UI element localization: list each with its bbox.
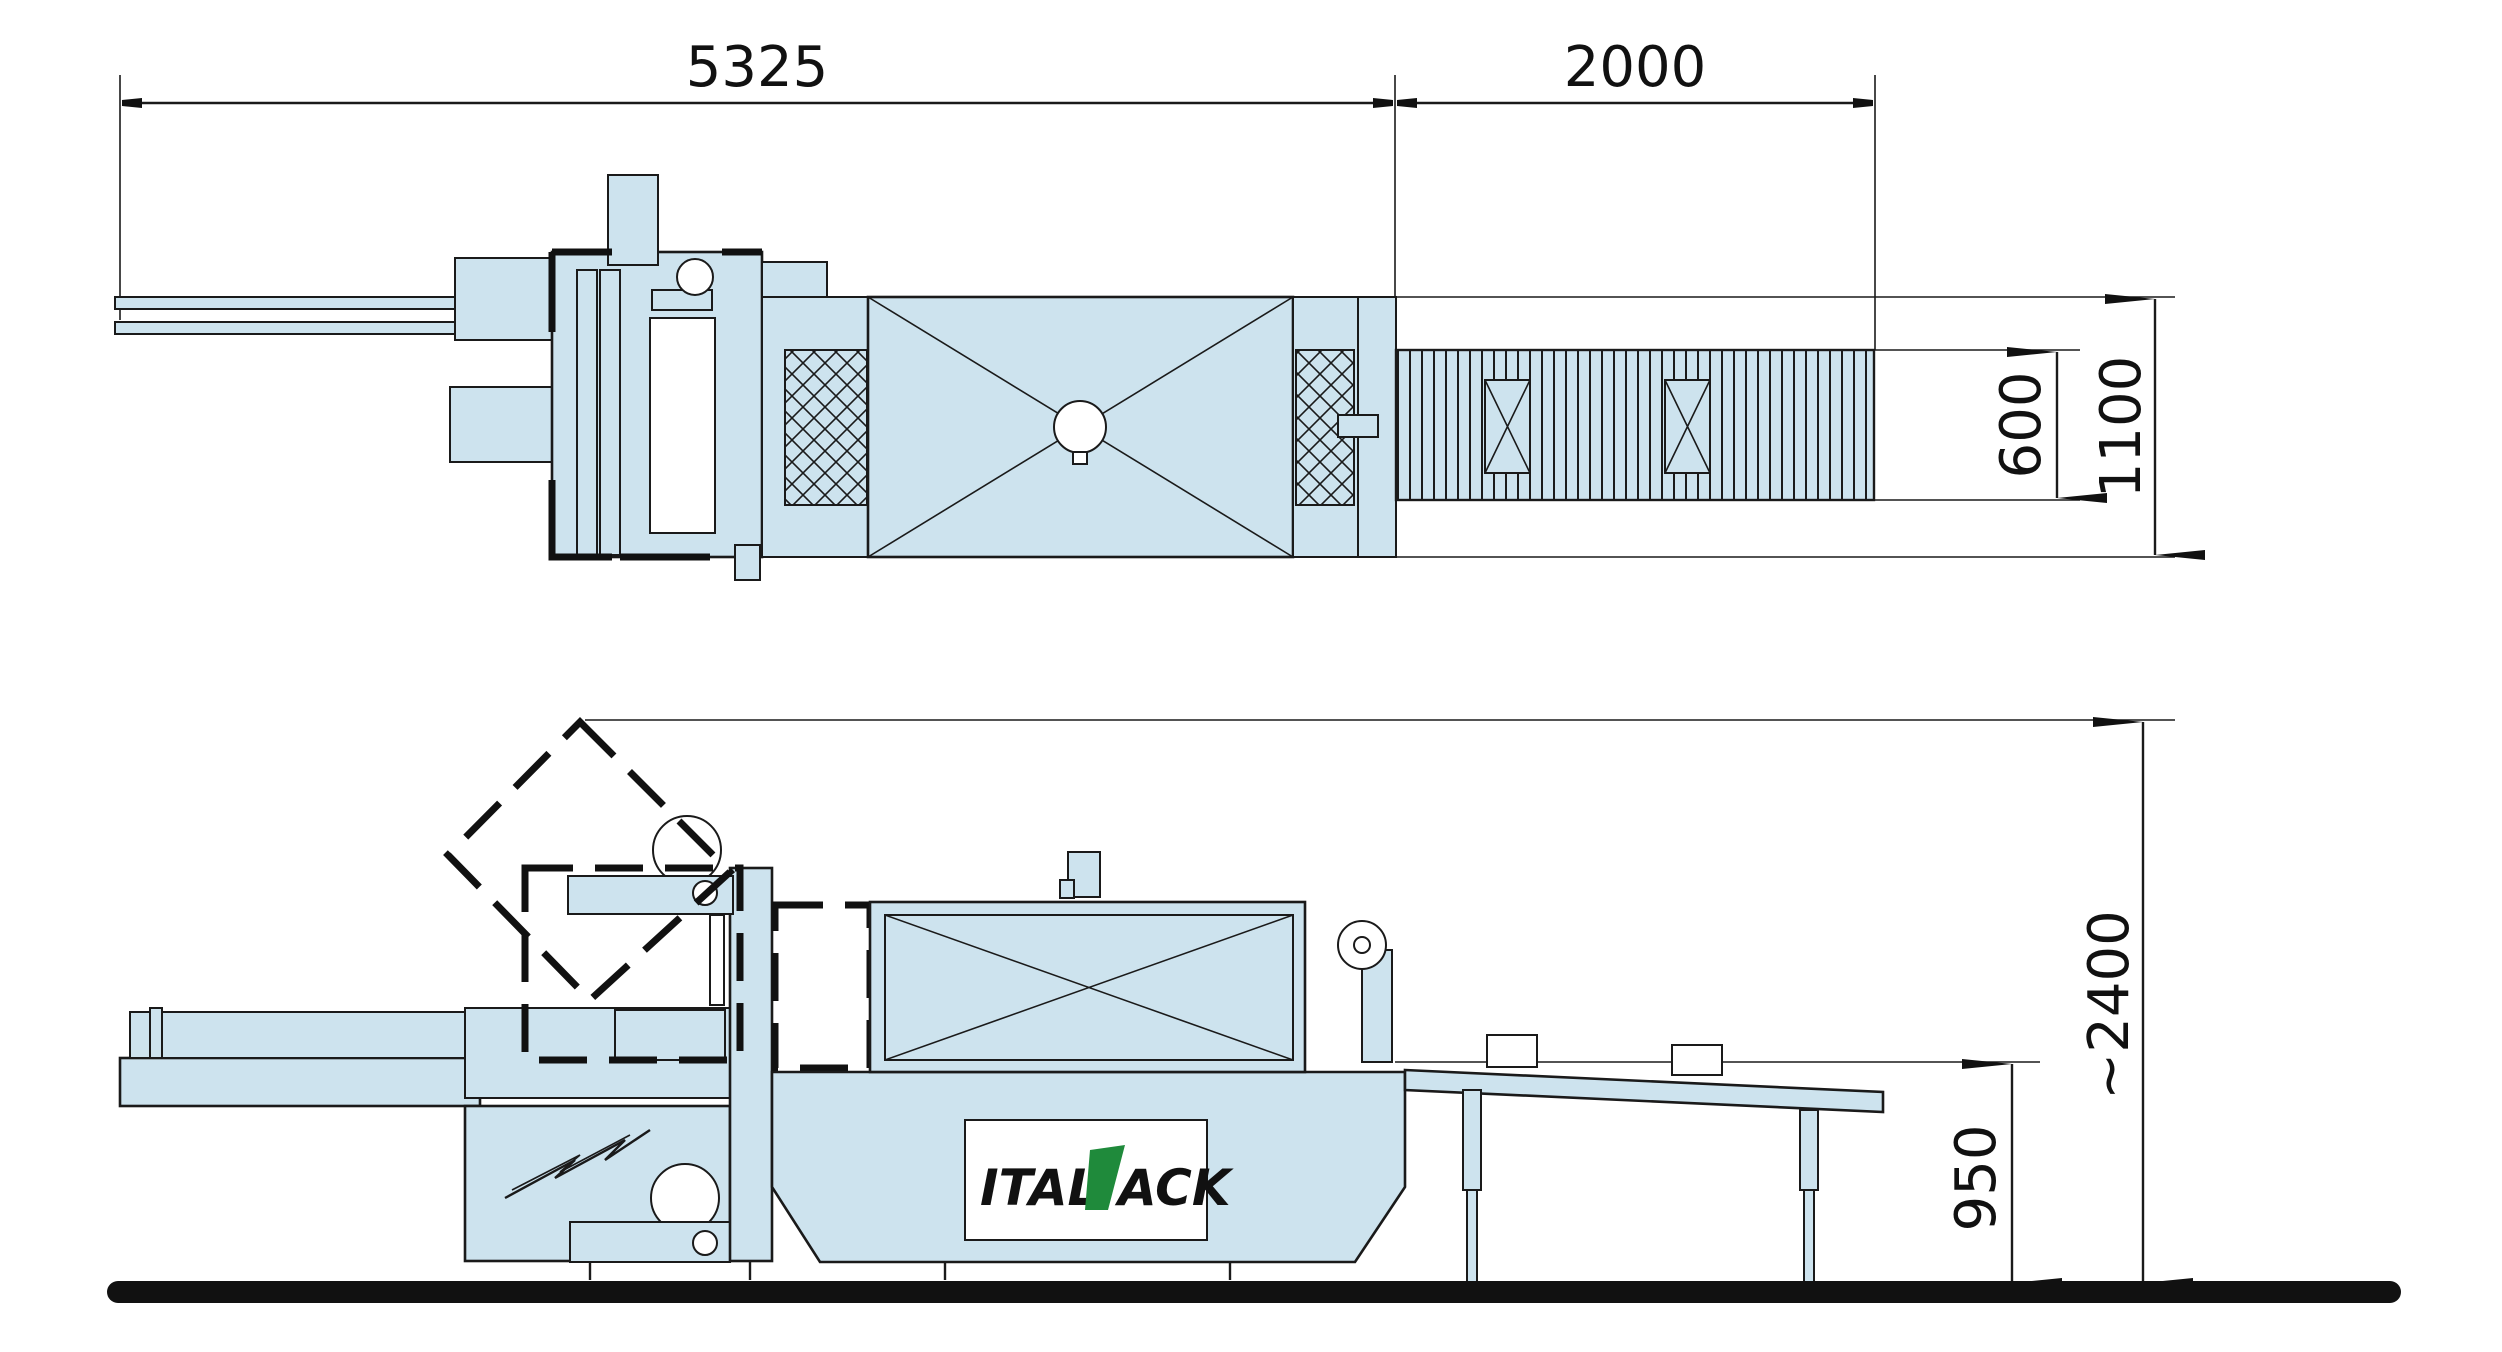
- infeed-block: [449, 386, 561, 463]
- sealer-scale: [709, 914, 725, 1006]
- sealer-arm: [607, 174, 659, 266]
- sealer-foot: [734, 544, 761, 581]
- conveyor-leg: [1462, 1089, 1482, 1191]
- infeed-stop: [149, 1007, 163, 1059]
- exit-fan-hub: [1353, 936, 1371, 954]
- outfeed-conveyor: [1403, 1068, 1885, 1114]
- sealer-bar: [649, 317, 716, 534]
- package-cross: [1484, 379, 1531, 474]
- electric-hazard-icon: [511, 1134, 631, 1191]
- electric-hazard-icon: [504, 1129, 651, 1200]
- package-1: [1486, 1034, 1538, 1068]
- infeed-conveyor: [129, 1011, 481, 1059]
- exit-bracket: [1337, 414, 1379, 438]
- sealer-column: [728, 866, 774, 1263]
- tunnel-cross: [884, 914, 1294, 1061]
- tunnel-fan: [1053, 400, 1107, 454]
- sealer-guard-dashed: [548, 248, 762, 561]
- tunnel-curtain: [771, 901, 874, 1072]
- roller-conveyor: [1394, 348, 1876, 502]
- sealer-guide: [599, 269, 621, 556]
- sealer-guide: [576, 269, 598, 556]
- package-2: [1671, 1044, 1723, 1076]
- logo-text-right: ACK: [1114, 1159, 1234, 1217]
- mesh-belt-entry: [784, 349, 868, 506]
- logo-accent-icon: [1085, 1145, 1125, 1210]
- side-view: 950 ~2400: [107, 717, 2401, 1303]
- dim-overall-width: 1100: [2089, 356, 2154, 499]
- fan-mount: [1072, 451, 1088, 465]
- sealer-jaw: [614, 1009, 726, 1061]
- logo-plate: [964, 1119, 1208, 1241]
- dim-overall-length: 5325: [686, 35, 829, 100]
- package-cross: [1664, 379, 1711, 474]
- dim-conveyor-width: 600: [1989, 372, 2054, 479]
- dim-conveyor-length: 2000: [1564, 35, 1707, 100]
- conveyor-leg-lower: [1803, 1189, 1815, 1283]
- infeed-table: [118, 1056, 482, 1108]
- conveyor-leg: [1799, 1109, 1819, 1191]
- tunnel-motor-box: [1059, 879, 1075, 899]
- dim-overall-height: ~2400: [2077, 910, 2142, 1099]
- motor-pulley: [676, 258, 714, 296]
- conveyor-leg-lower: [1466, 1189, 1478, 1283]
- roller-lower: [692, 1230, 718, 1256]
- logo-text-left: ITAL: [980, 1159, 1099, 1217]
- top-view: 5325 2000: [114, 35, 2205, 581]
- hood-open-position: [443, 717, 736, 1005]
- hood-closed-position: [521, 864, 744, 1064]
- dim-working-height: 950: [1944, 1125, 2009, 1232]
